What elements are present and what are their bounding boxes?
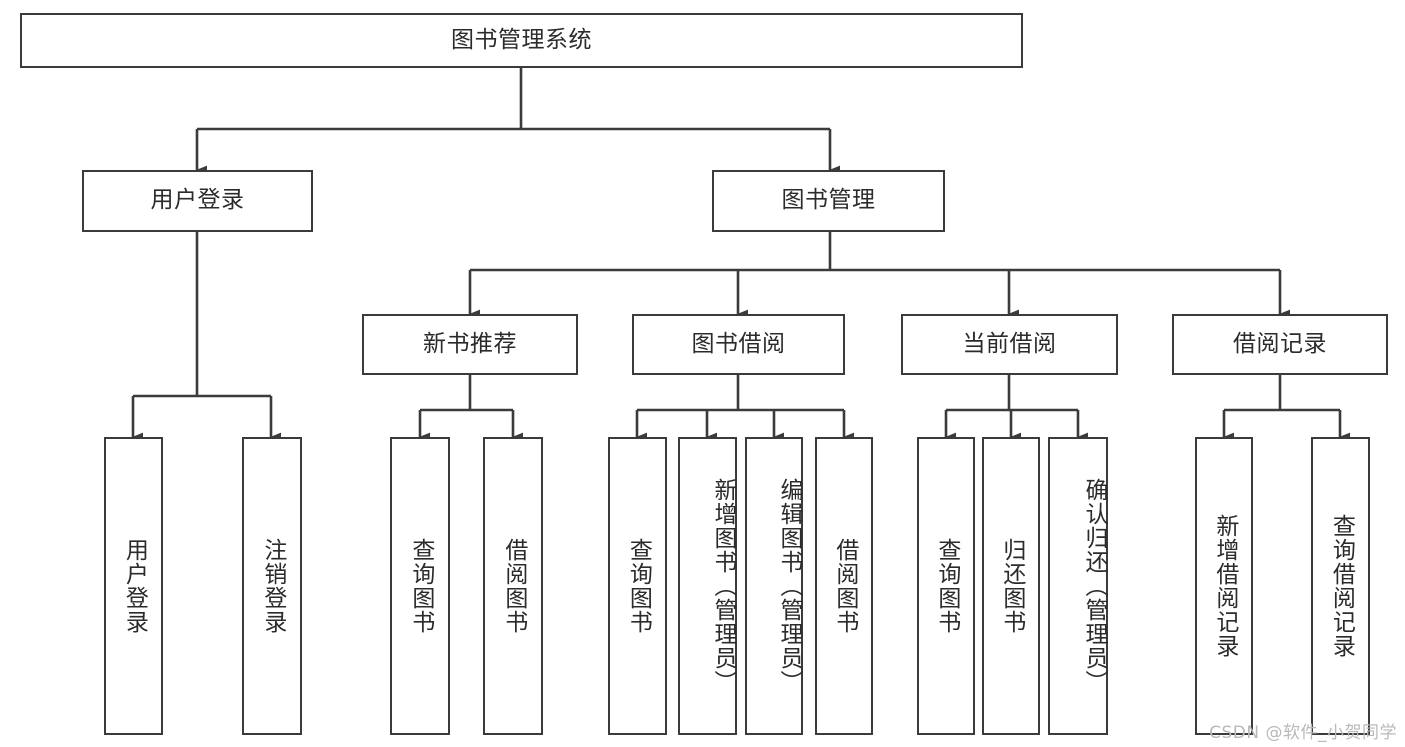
- node-label: 借阅图书: [500, 538, 527, 634]
- node-label: 当前借阅: [962, 330, 1057, 357]
- node-leaf-user-login[interactable]: 用户登录: [104, 437, 163, 735]
- node-label: 图书管理: [781, 187, 876, 214]
- node-label: 新增借阅记录: [1211, 514, 1238, 658]
- connectors-level3-record: [1222, 375, 1351, 442]
- node-label: 确认归还（管理员）: [1081, 478, 1107, 694]
- node-label: 查询图书: [933, 538, 960, 634]
- node-new-book-recommend[interactable]: 新书推荐: [362, 314, 578, 375]
- node-leaf-query-book-borrow[interactable]: 查询图书: [608, 437, 667, 735]
- node-label: 查询图书: [625, 538, 652, 634]
- node-label: 查询借阅记录: [1328, 514, 1355, 658]
- node-label: 查询图书: [407, 538, 434, 634]
- node-borrow-record[interactable]: 借阅记录: [1172, 314, 1388, 375]
- connectors-level1: [195, 68, 841, 175]
- node-leaf-query-book-recommend[interactable]: 查询图书: [390, 437, 450, 735]
- node-label: 用户登录: [150, 187, 245, 214]
- node-leaf-return-book[interactable]: 归还图书: [982, 437, 1040, 735]
- node-leaf-edit-book[interactable]: 编辑图书（管理员）: [745, 437, 803, 735]
- node-label: 图书管理系统: [451, 26, 592, 53]
- watermark-text: CSDN @软件_小贺同学: [1209, 723, 1397, 743]
- node-leaf-query-borrow-record[interactable]: 查询借阅记录: [1311, 437, 1370, 735]
- node-label: 新书推荐: [423, 330, 517, 357]
- node-label: 图书借阅: [691, 330, 786, 357]
- node-label: 用户登录: [121, 538, 148, 634]
- node-current-borrow[interactable]: 当前借阅: [901, 314, 1118, 375]
- connectors-level3-current: [944, 375, 1089, 442]
- node-label: 借阅图书: [831, 538, 858, 634]
- node-root-book-management-system[interactable]: 图书管理系统: [20, 13, 1023, 68]
- node-leaf-borrow-book-recommend[interactable]: 借阅图书: [483, 437, 543, 735]
- connectors-level3-recommend: [418, 375, 524, 442]
- node-label: 编辑图书（管理员）: [776, 478, 802, 694]
- node-leaf-add-borrow-record[interactable]: 新增借阅记录: [1195, 437, 1253, 735]
- node-leaf-add-book[interactable]: 新增图书（管理员）: [678, 437, 737, 735]
- node-book-management[interactable]: 图书管理: [712, 170, 945, 232]
- node-leaf-confirm-return[interactable]: 确认归还（管理员）: [1048, 437, 1108, 735]
- node-leaf-borrow-book[interactable]: 借阅图书: [815, 437, 873, 735]
- node-label: 注销登录: [259, 538, 286, 634]
- node-label: 借阅记录: [1233, 330, 1327, 357]
- node-leaf-query-book-current[interactable]: 查询图书: [917, 437, 975, 735]
- node-label: 归还图书: [998, 538, 1025, 634]
- node-user-login[interactable]: 用户登录: [82, 170, 313, 232]
- connectors-level2-book: [468, 232, 1291, 319]
- node-book-borrow[interactable]: 图书借阅: [632, 314, 845, 375]
- connectors-level3-borrow: [635, 375, 855, 442]
- node-label: 新增图书（管理员）: [710, 478, 736, 694]
- node-leaf-logout-login[interactable]: 注销登录: [242, 437, 302, 735]
- connectors-level2-user: [131, 232, 282, 442]
